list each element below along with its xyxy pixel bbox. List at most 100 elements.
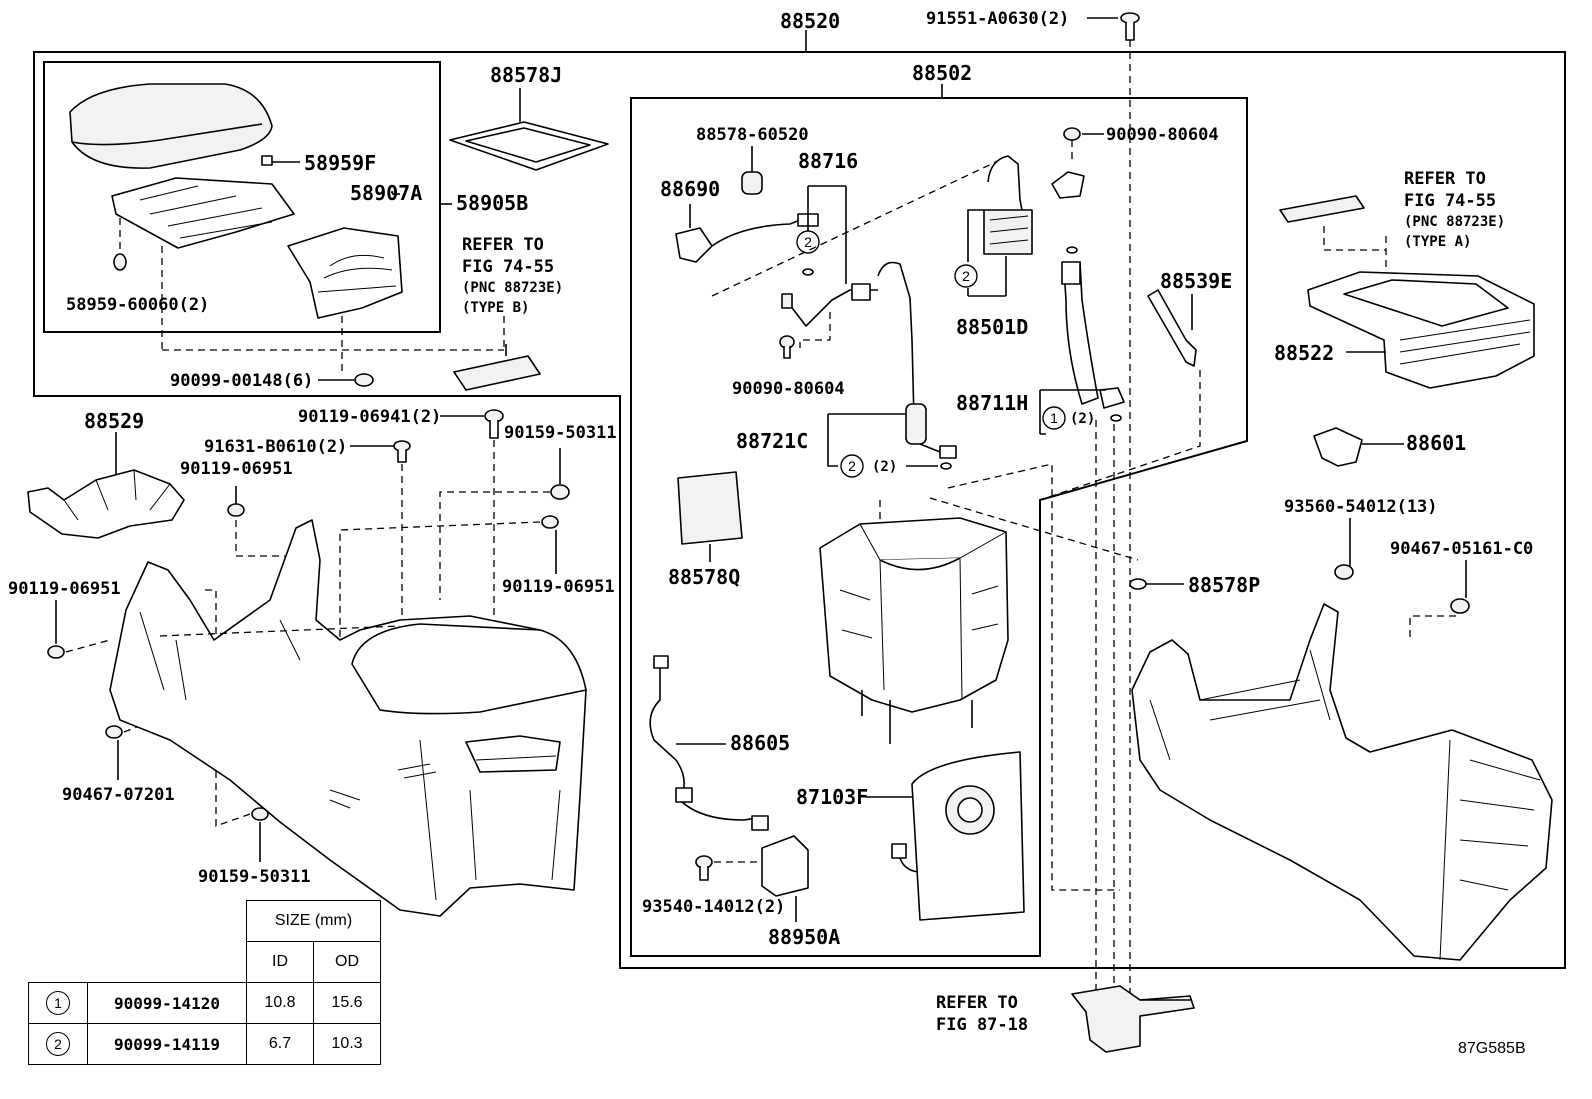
label-88578-60520: 88578-60520	[696, 125, 809, 145]
label-88522: 88522	[1274, 341, 1334, 365]
armrest-lid-icon	[69, 83, 273, 169]
label-88605: 88605	[730, 731, 790, 755]
harness-88605-icon	[649, 655, 769, 831]
row-id-1: 10.8	[246, 982, 314, 1024]
row-mark-1: 1	[46, 991, 70, 1015]
label-88950A: 88950A	[768, 925, 840, 949]
assembly-88520-frame	[33, 51, 1566, 969]
armrest-subframe	[43, 61, 441, 333]
screw-90159-50311-b-icon	[200, 589, 269, 862]
screw-90099-00148-icon	[318, 373, 374, 387]
refer-c-line1: REFER TO	[936, 993, 1018, 1013]
console-right-icon	[1131, 603, 1553, 961]
screw-90090-80604-a-icon	[779, 335, 795, 359]
screw-91551-icon	[1120, 12, 1140, 1000]
label-88520: 88520	[780, 9, 840, 33]
label-90119-06941: 90119-06941(2)	[298, 407, 441, 427]
size-table: SIZE (mm) ID OD 1 90099-14120 10.8 15.6 …	[28, 900, 381, 1065]
refer-c-line2: FIG 87-18	[936, 1015, 1028, 1035]
fan-87103F-icon	[866, 751, 1025, 921]
refer-a-line4: (TYPE A)	[1404, 234, 1471, 250]
label-58907A: 58907A	[350, 181, 422, 205]
tray-88522-icon	[1307, 271, 1535, 389]
label-88539E: 88539E	[1160, 269, 1232, 293]
clip-88601-icon	[1313, 427, 1404, 467]
row-od-2: 10.3	[313, 1023, 381, 1065]
row-part-1: 90099-14120	[87, 982, 247, 1024]
count-2-b: (2)	[872, 459, 897, 475]
tube-88539E-icon	[1039, 289, 1201, 501]
refer-b-line4: (TYPE B)	[462, 300, 529, 316]
label-90467-07201: 90467-07201	[62, 785, 175, 805]
label-88716: 88716	[798, 149, 858, 173]
hose-88501D-icon	[983, 155, 1033, 255]
label-93560-54012: 93560-54012(13)	[1284, 497, 1438, 517]
mat-88529-icon	[27, 432, 185, 539]
label-90159-50311-b: 90159-50311	[198, 867, 311, 887]
screw-90159-50311-a-icon	[439, 448, 570, 600]
screw-90467-05161-icon	[1409, 560, 1470, 640]
label-88501D: 88501D	[956, 315, 1028, 339]
screw-90119-06951-c-icon	[47, 600, 111, 659]
row-mark-2: 2	[46, 1032, 70, 1056]
screw-90467-07201-icon	[105, 721, 151, 780]
label-88690: 88690	[660, 177, 720, 201]
module-88950A-icon	[695, 835, 809, 922]
label-91551: 91551-A0630(2)	[926, 9, 1069, 29]
connector-88578-60520-icon	[741, 146, 763, 195]
refer-b-line3: (PNC 88723E)	[462, 280, 563, 296]
screw-93560-icon	[1334, 518, 1354, 580]
refer-b-line1: REFER TO	[462, 235, 544, 255]
label-90099-00148: 90099-00148(6)	[170, 371, 313, 391]
label-90119-06951-c: 90119-06951	[8, 579, 121, 599]
count-2-c: (2)	[1070, 411, 1095, 427]
console-left-icon	[109, 519, 587, 917]
mark-circ2-b: 2	[848, 458, 856, 474]
label-90159-50311-a: 90159-50311	[504, 423, 617, 443]
refer-a-line3: (PNC 88723E)	[1404, 214, 1505, 230]
label-88711H: 88711H	[956, 391, 1028, 415]
size-table-col-id: ID	[246, 941, 314, 983]
label-87103F: 87103F	[796, 785, 868, 809]
size-table-header: SIZE (mm)	[246, 900, 381, 942]
shifter-base-icon	[1071, 985, 1195, 1053]
refer-a-line1: REFER TO	[1404, 169, 1486, 189]
label-58959-60060: 58959-60060(2)	[66, 295, 209, 315]
label-90467-05161: 90467-05161-C0	[1390, 539, 1533, 559]
size-table-col-od: OD	[313, 941, 381, 983]
label-88578P: 88578P	[1188, 573, 1260, 597]
pad-88578Q-icon	[677, 471, 743, 562]
gasket-88578J-icon	[449, 88, 609, 171]
label-93540-14012: 93540-14012(2)	[642, 897, 785, 917]
screw-90119-06951-a-icon	[227, 486, 300, 557]
screw-90090-80604-b-icon	[1051, 127, 1104, 199]
tube-88721C-icon	[877, 261, 957, 459]
refer-b-line2: FIG 74-55	[462, 257, 554, 277]
label-88529: 88529	[84, 409, 144, 433]
screw-90119-06951-b-icon	[339, 515, 559, 640]
label-58959F: 58959F	[304, 151, 376, 175]
label-90090-80604-a: 90090-80604	[732, 379, 845, 399]
label-90090-80604-b: 90090-80604	[1106, 125, 1219, 145]
row-od-1: 15.6	[313, 982, 381, 1024]
label-88578Q: 88578Q	[668, 565, 740, 589]
label-58905B: 58905B	[456, 191, 528, 215]
mark-circ2-a: 2	[804, 234, 812, 250]
switch-88690-icon	[675, 204, 819, 263]
label-90119-06951-b: 90119-06951	[502, 577, 615, 597]
diagram-code: 87G585B	[1458, 1040, 1526, 1057]
hinge-58907A-icon	[287, 227, 403, 319]
pad-type-b-icon	[453, 355, 541, 391]
row-part-2: 90099-14119	[87, 1023, 247, 1065]
pad-type-a-icon	[1279, 195, 1387, 270]
labels: 88520 91551-A0630(2) 88502 88578J 58959F…	[8, 9, 1533, 1035]
label-88578J: 88578J	[490, 63, 562, 87]
refer-a-line2: FIG 74-55	[1404, 191, 1496, 211]
hose-88716-icon	[781, 283, 878, 327]
label-90119-06951-a: 90119-06951	[180, 459, 293, 479]
mark-circ2-c: 2	[962, 268, 970, 284]
label-88601: 88601	[1406, 431, 1466, 455]
table-row: 1 90099-14120 10.8 15.6	[28, 982, 381, 1024]
armrest-base-58959F-icon	[111, 177, 295, 271]
